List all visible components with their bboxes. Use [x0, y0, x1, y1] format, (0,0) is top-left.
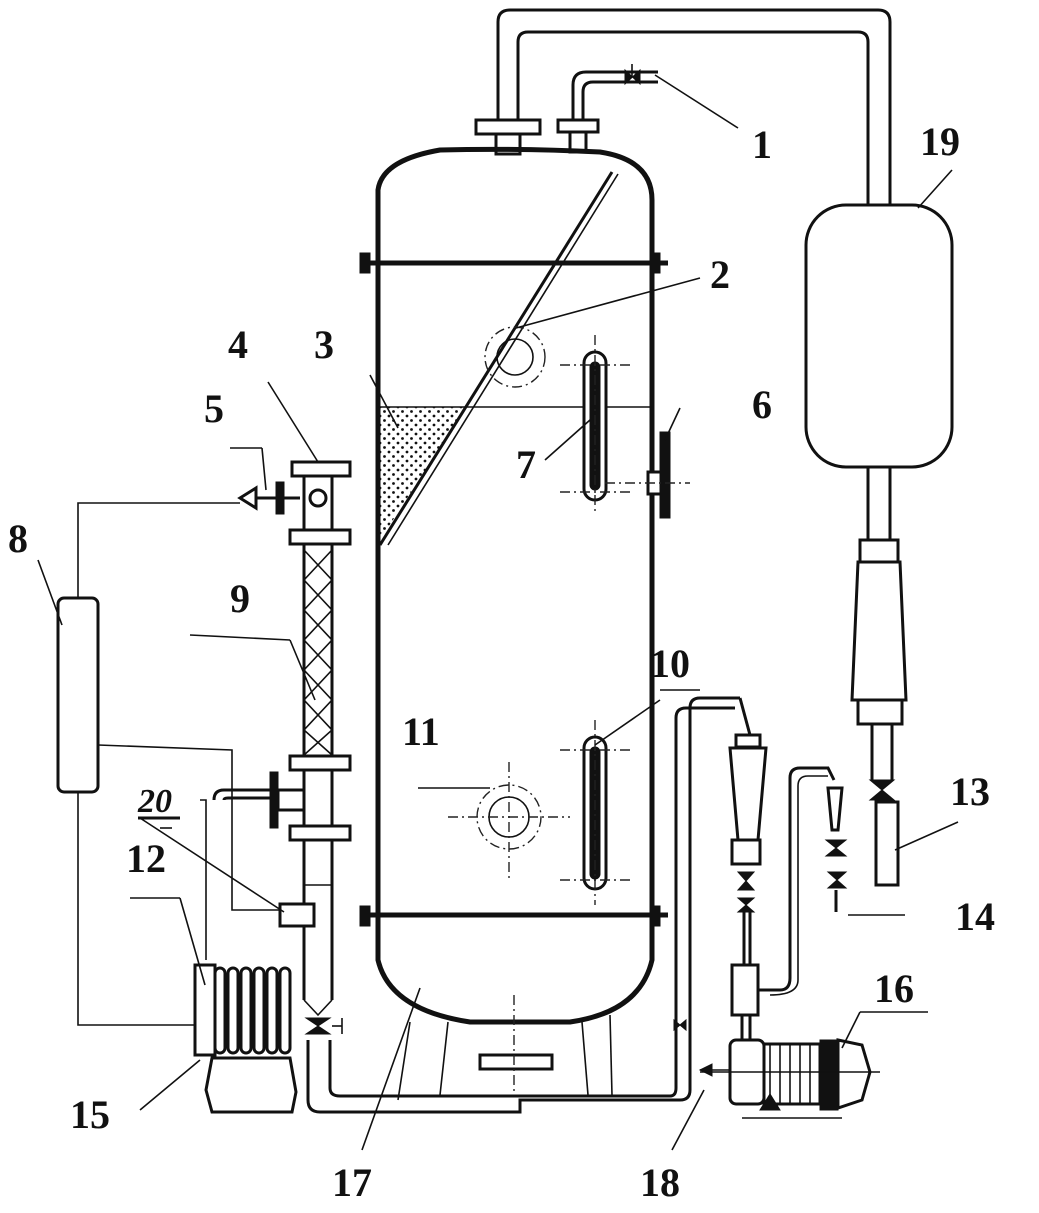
upper-sight-glass — [560, 335, 630, 515]
receiver-vessel — [804, 203, 954, 887]
inlet-valve — [237, 481, 328, 515]
main-column — [359, 146, 668, 1101]
label-19: 19 — [920, 119, 960, 164]
label-8: 8 — [8, 516, 28, 561]
label-5: 5 — [204, 386, 224, 431]
lower-sight-glass — [560, 720, 630, 905]
label-12: 12 — [126, 836, 166, 881]
vent-valve — [571, 64, 658, 120]
label-4: 4 — [228, 322, 248, 367]
label-14: 14 — [955, 894, 995, 939]
label-2: 2 — [710, 252, 730, 297]
label-16: 16 — [874, 966, 914, 1011]
label-15: 15 — [70, 1092, 110, 1137]
tube-side-nozzle — [269, 771, 306, 829]
label-6: 6 — [752, 382, 772, 427]
label-11: 11 — [402, 709, 440, 754]
callout-labels: 1 2 3 4 5 6 7 8 9 10 11 12 13 14 15 16 1… — [8, 119, 995, 1205]
pump — [698, 1038, 880, 1119]
label-18: 18 — [640, 1160, 680, 1205]
small-meter — [278, 902, 316, 928]
control-wiring — [77, 502, 280, 1026]
top-return-pipe — [496, 8, 892, 205]
packed-tube — [288, 460, 352, 1035]
upper-manhole — [484, 326, 546, 388]
label-10: 10 — [650, 641, 690, 686]
cooler — [193, 788, 298, 1114]
side-nozzle — [605, 431, 690, 519]
label-3: 3 — [314, 322, 334, 367]
bottom-piping — [306, 696, 752, 1114]
label-1: 1 — [752, 122, 772, 167]
label-20: 20 — [137, 783, 172, 820]
branch-line — [758, 766, 848, 996]
label-17: 17 — [332, 1160, 372, 1205]
label-9: 9 — [230, 576, 250, 621]
controller — [56, 596, 100, 794]
leader-lines — [37, 74, 959, 1151]
label-7: 7 — [516, 442, 536, 487]
lower-manhole — [448, 762, 570, 880]
label-13: 13 — [950, 769, 990, 814]
flowmeter — [728, 733, 768, 1040]
